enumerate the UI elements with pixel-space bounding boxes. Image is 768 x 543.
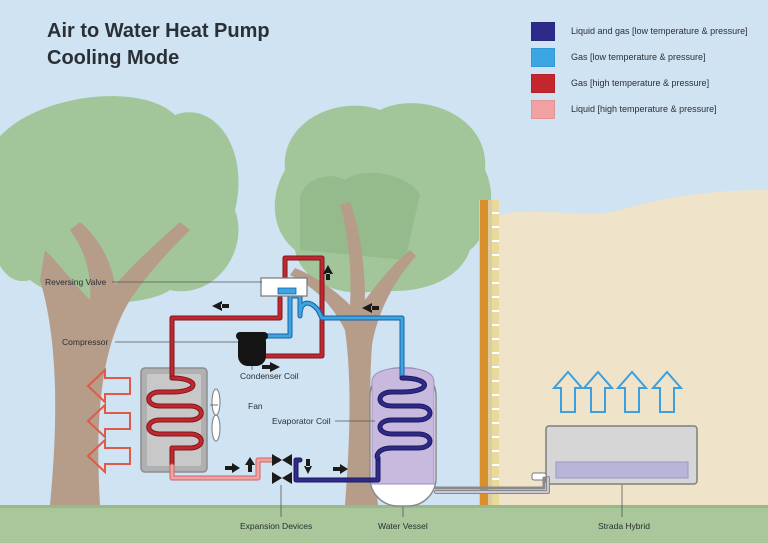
wall-brick-tick [492,394,499,396]
tree-left [0,96,239,505]
legend-swatch [531,100,555,119]
legend-label: Liquid [high temperature & pressure] [571,104,717,114]
wall-brick-tick [492,380,499,382]
title-line-1: Air to Water Heat Pump [47,20,270,42]
wall-brick-tick [492,226,499,228]
tree-middle [274,103,492,505]
label-evaporator-coil: Evaporator Coil [272,416,331,426]
flow-arrows [212,265,379,474]
ground [0,505,768,543]
wall-brick-tick [492,268,499,270]
legend-swatch [531,74,555,93]
wall-brick-tick [492,338,499,340]
wall-brick-tick [492,324,499,326]
wall-brick-tick [492,436,499,438]
legend-swatch [531,48,555,67]
warm-air-arrows [86,367,131,475]
water-vessel [369,367,437,507]
leader-lines [112,281,623,517]
wall-brick-tick [492,408,499,410]
legend-label: Gas [high temperature & pressure] [571,78,710,88]
compressor [236,332,268,366]
page-title: Air to Water Heat Pump Cooling Mode [47,18,270,72]
wall-brick-tick [492,240,499,242]
wall-brick-tick [492,296,499,298]
expansion-devices [272,454,292,484]
wall-brick-tick [492,366,499,368]
wall-brick-pattern [492,212,499,494]
label-condenser-coil: Condenser Coil [240,371,299,381]
cool-air-arrows [551,370,684,413]
label-reversing-valve: Reversing Valve [45,277,107,287]
label-expansion-devices: Expansion Devices [240,521,313,531]
wall-brick-tick [492,464,499,466]
label-strada-hybrid: Strada Hybrid [598,521,650,531]
reversing-valve [260,277,308,297]
wall-brick-tick [492,422,499,424]
wall-brick-tick [492,212,499,214]
fan-icon [211,388,221,442]
label-water-vessel: Water Vessel [378,521,428,531]
legend-label: Liquid and gas [low temperature & pressu… [571,26,748,36]
wall-brick-tick [492,450,499,452]
title-line-2: Cooling Mode [47,47,180,69]
label-fan: Fan [248,401,263,411]
label-compressor: Compressor [62,337,109,347]
legend-label: Gas [low temperature & pressure] [571,52,706,62]
legend-swatch [531,22,555,41]
wall-brick-tick [492,352,499,354]
wall-brick-tick [492,282,499,284]
wall-brick-tick [492,478,499,480]
wall-brick-tick [492,310,499,312]
strada-hybrid-unit [531,425,698,485]
wall-brick-tick [492,254,499,256]
